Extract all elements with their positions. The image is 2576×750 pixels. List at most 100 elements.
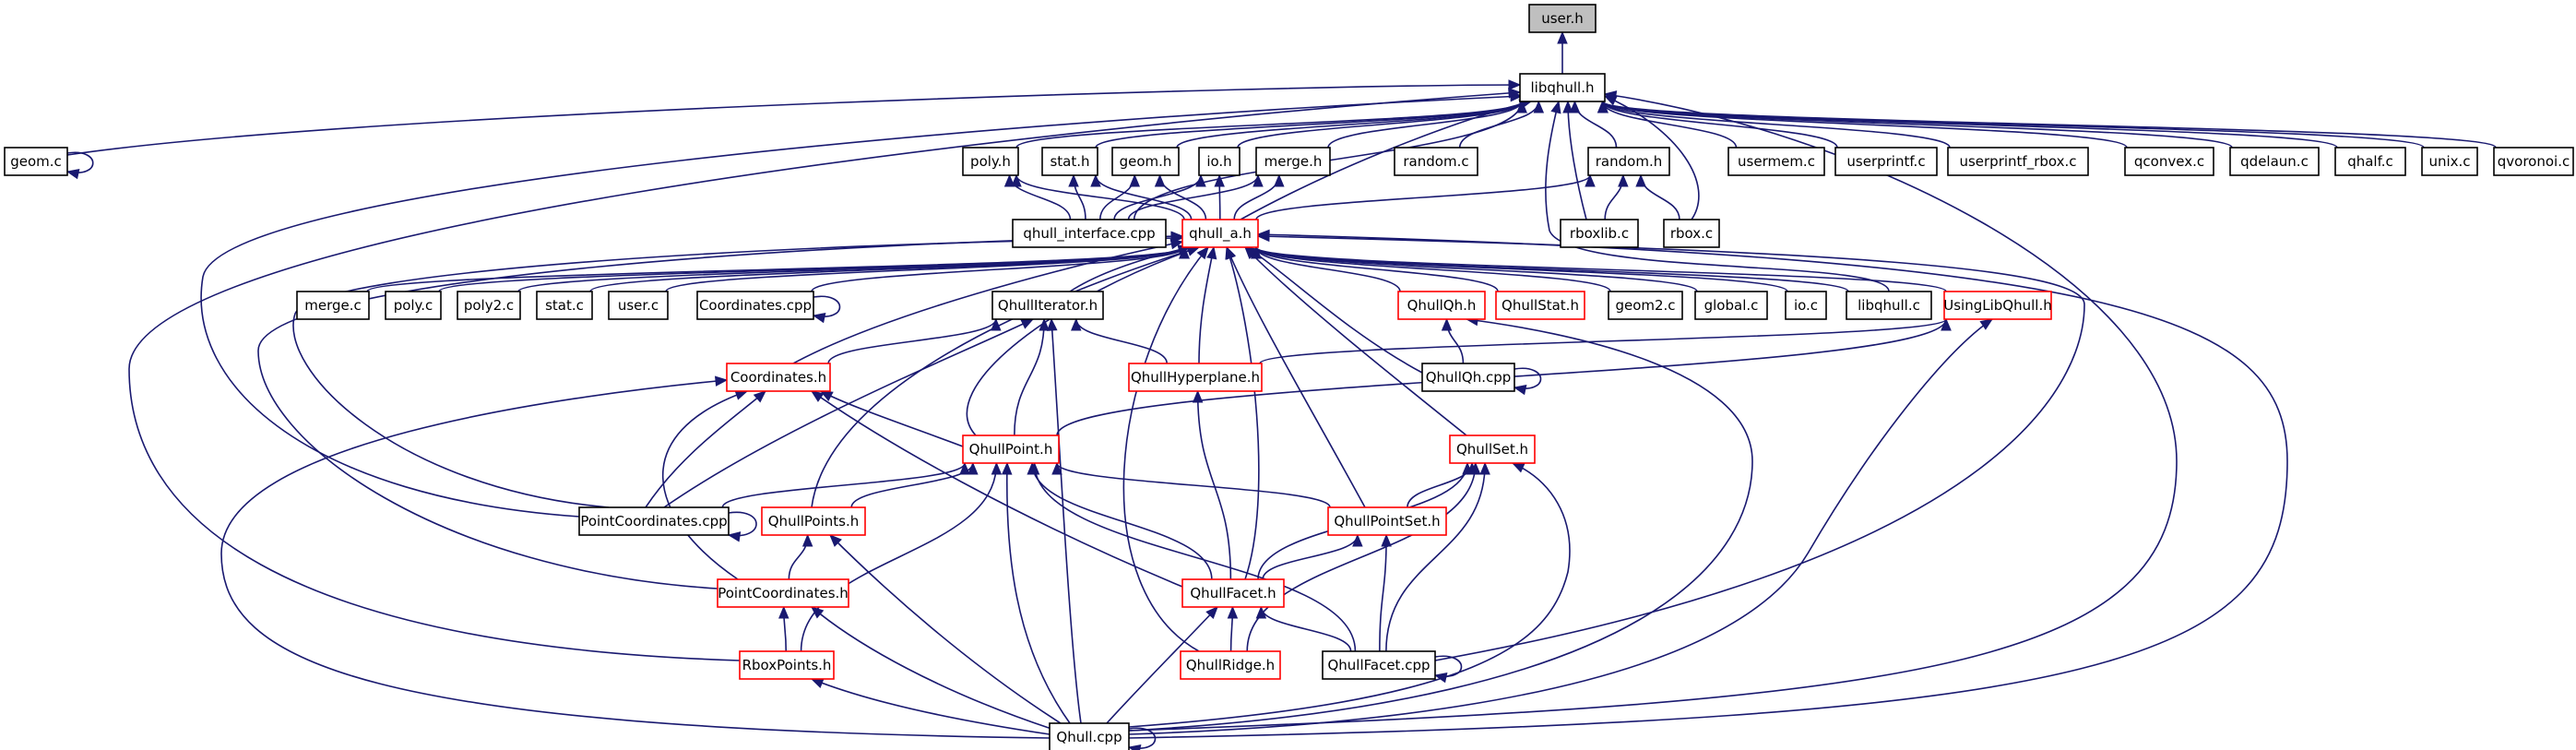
node-label: qvoronoi.c: [2498, 153, 2570, 170]
node-label: rbox.c: [1670, 225, 1713, 242]
edge-geom-h-to-libqhull-h: [1176, 101, 1523, 149]
node-qhullridge-h[interactable]: QhullRidge.h: [1180, 650, 1281, 680]
node-box: [1947, 147, 2089, 176]
edge-qhullfacet-cpp-to-qhull-a-h: [1257, 235, 2085, 661]
node-qhullpointset-h[interactable]: QhullPointSet.h: [1327, 506, 1447, 536]
node-label: merge.h: [1264, 153, 1323, 170]
edge-qhull-cpp-to-qhull-a-h: [1128, 233, 2288, 739]
edge-qhullfacet-cpp-to-qhullfacet-cpp-arrowhead: [1433, 672, 1448, 684]
node-qhulliterator-h: QhullIterator.h: [991, 291, 1104, 320]
edge-coordinates-cpp-to-coordinates-cpp: [813, 295, 841, 318]
edge-usermem-c-to-libqhull-h: [1601, 101, 1738, 149]
edge-qhullridge-h-to-qhullset-h-arrowhead: [1470, 461, 1481, 475]
node-usinglibqhull-h[interactable]: UsingLibQhull.h: [1943, 291, 2052, 320]
node-rboxlib-c: rboxlib.c: [1560, 219, 1639, 248]
node-box: [1519, 73, 1606, 102]
node-box: [1560, 219, 1639, 248]
node-label: stat.h: [1050, 153, 1089, 170]
node-geom-c: geom.c: [4, 147, 68, 176]
node-label: poly.h: [970, 153, 1011, 170]
edge-qhullhyperplane-h-to-usinglibqhull-h: [1259, 318, 1947, 364]
edge-qhull-cpp-to-qhullfacet-h: [1106, 606, 1218, 724]
edge-geom-c-to-geom-c: [66, 151, 94, 174]
node-pointcoordinates-h[interactable]: PointCoordinates.h: [717, 578, 849, 608]
edge-global-c-to-qhull-a-h: [1255, 246, 1698, 292]
edge-qhullfacet-cpp-to-qhullset-h-arrowhead: [1479, 461, 1490, 475]
edge-poly-c-to-qhull-a-h: [438, 246, 1185, 292]
node-coordinates-h[interactable]: Coordinates.h: [726, 363, 831, 392]
node-box: [962, 147, 1019, 176]
node-box: [1180, 650, 1281, 680]
edge-qhull-a-h-to-stat-h-arrowhead: [1090, 173, 1101, 187]
node-box: [4, 147, 68, 176]
edge-pointcoordinates-h-to-coordinates-h: [661, 390, 748, 580]
node-qhullpoints-h[interactable]: QhullPoints.h: [761, 506, 866, 536]
edge-qhull-cpp-to-qhullfacet-h-arrowhead: [1205, 606, 1218, 620]
edge-qhullqh-cpp-to-qhull-a-h: [1246, 246, 1423, 374]
node-label: rboxlib.c: [1570, 225, 1629, 242]
node-qvoronoi-c: qvoronoi.c: [2493, 147, 2574, 176]
node-qdelaun-c: qdelaun.c: [2229, 147, 2320, 176]
node-box: [536, 291, 593, 320]
edge-geom-c-to-libqhull-h-arrowhead: [1508, 79, 1522, 90]
node-qhull-a-h[interactable]: qhull_a.h: [1181, 219, 1259, 248]
edge-qhullhyperplane-h-to-qhulliterator-h: [1074, 318, 1169, 364]
edge-qhullpointset-h-to-qhullpoint-h-arrowhead: [1051, 461, 1062, 475]
edge-geom2-c-to-qhull-a-h: [1255, 246, 1611, 292]
node-box: [1727, 147, 1825, 176]
node-box: [962, 435, 1060, 464]
edge-qhullfacet-cpp-to-qhullpointset-h-arrowhead: [1381, 533, 1392, 547]
node-box: [1322, 650, 1436, 680]
node-qhullqh-h[interactable]: QhullQh.h: [1397, 291, 1486, 320]
edge-qhullridge-h-to-qhull-a-h-arrowhead: [1196, 246, 1209, 260]
edge-qhullhyperplane-h-to-qhull-a-h-arrowhead: [1206, 245, 1217, 260]
edge-qhull-cpp-to-qhullpoints-h-arrowhead: [829, 534, 842, 547]
edge-qhullfacet-cpp-to-qhullpoint-h-arrowhead: [1028, 461, 1040, 475]
node-box: [1041, 147, 1098, 176]
node-rboxpoints-h[interactable]: RboxPoints.h: [739, 650, 835, 680]
edge-qhull-interface-cpp-to-libqhull-h-arrowhead: [1516, 100, 1527, 113]
node-qhullfacet-cpp: QhullFacet.cpp: [1322, 650, 1436, 680]
node-box: [2334, 147, 2406, 176]
node-label: qhull_a.h: [1189, 225, 1252, 243]
node-userprintf-rbox-c: userprintf_rbox.c: [1947, 147, 2089, 176]
edge-geom-c-to-libqhull-h: [66, 84, 1521, 156]
edge-qhullset-h-to-qhull-a-h-arrowhead: [1244, 246, 1257, 259]
edge-userprintf-c-to-libqhull-h: [1602, 101, 1838, 149]
edge-pointcoordinates-h-to-qhull-a-h-arrowhead: [1170, 231, 1184, 242]
node-qhullhyperplane-h[interactable]: QhullHyperplane.h: [1128, 363, 1263, 392]
node-qhullfacet-h[interactable]: QhullFacet.h: [1181, 578, 1285, 608]
node-box: [717, 578, 849, 608]
node-random-c: random.c: [1394, 147, 1478, 176]
node-qhullstat-h[interactable]: QhullStat.h: [1495, 291, 1585, 320]
edge-qhullfacet-cpp-to-qhullfacet-h-arrowhead: [1255, 605, 1267, 619]
edge-qhullstat-h-to-qhull-a-h: [1255, 246, 1499, 292]
node-box: [1198, 147, 1241, 176]
edge-usinglibqhull-h-to-qhull-a-h: [1255, 246, 1947, 292]
edge-qhullfacet-h-to-qhull-a-h: [1226, 246, 1260, 580]
node-label: QhullPointSet.h: [1334, 513, 1440, 530]
node-label: stat.c: [545, 297, 584, 314]
node-stat-h: stat.h: [1041, 147, 1098, 176]
edge-qhull-cpp-to-qhulliterator-h: [1051, 318, 1082, 724]
edge-qhullpoints-h-to-qhullpoint-h-arrowhead: [967, 461, 979, 475]
edge-qhull-cpp-to-libqhull-h-arrowhead: [1603, 90, 1618, 101]
node-box: [296, 291, 370, 320]
node-label: RboxPoints.h: [742, 657, 832, 673]
edge-qhullhyperplane-h-to-qhull-a-h: [1198, 246, 1215, 364]
node-box: [1397, 291, 1486, 320]
node-usermem-c: usermem.c: [1727, 147, 1825, 176]
node-qhullpoint-h[interactable]: QhullPoint.h: [962, 435, 1060, 464]
node-box: [1327, 506, 1447, 536]
edge-qvoronoi-c-to-libqhull-h-arrowhead: [1597, 100, 1609, 113]
edge-io-h-to-libqhull-h: [1237, 101, 1523, 149]
edge-qhullhyperplane-h-to-qhulliterator-h-arrowhead: [1071, 317, 1082, 331]
edge-qhull-cpp-to-libqhull-h: [1128, 93, 2178, 732]
node-qhullset-h[interactable]: QhullSet.h: [1449, 435, 1536, 464]
node-label: libqhull.c: [1858, 297, 1920, 314]
node-box: [2493, 147, 2574, 176]
edge-qhullpointset-h-to-qhullpoint-h: [1056, 462, 1331, 508]
edge-qhull-cpp-to-usinglibqhull-h: [1128, 318, 1993, 735]
node-label: qhalf.c: [2347, 153, 2393, 170]
